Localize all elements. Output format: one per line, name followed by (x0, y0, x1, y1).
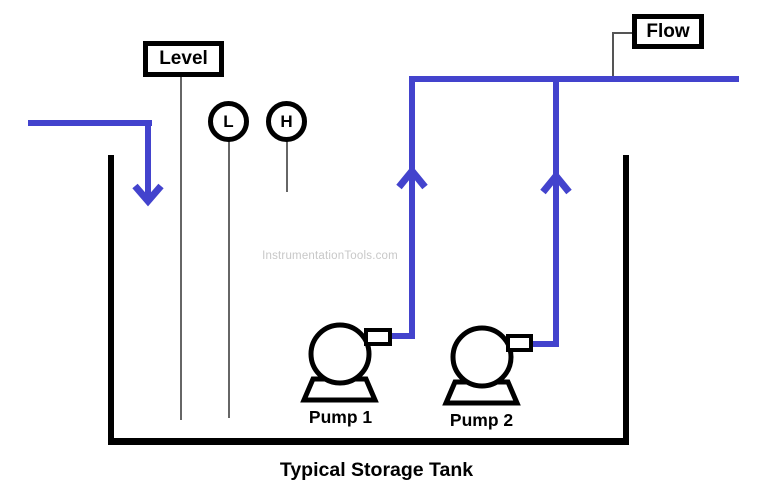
pump2-discharge-pipe-horizontal (526, 341, 559, 347)
watermark-text: InstrumentationTools.com (262, 250, 398, 262)
level-label-box: Level (143, 41, 224, 77)
inlet-arrow-down-icon (132, 183, 164, 207)
pump1-discharge-pipe-vertical (409, 76, 415, 339)
low-level-sensor-line (228, 141, 230, 418)
low-level-indicator: L (208, 101, 249, 142)
discharge-header-pipe (409, 76, 739, 82)
inlet-pipe-vertical (145, 120, 151, 196)
pump1-label: Pump 1 (308, 407, 373, 427)
level-sensor-line (180, 77, 182, 420)
pump2-label: Pump 2 (449, 410, 514, 430)
diagram-caption: Typical Storage Tank (279, 459, 474, 481)
pump2-flow-arrow-up-icon (540, 170, 572, 195)
pump2-discharge-pipe-vertical (553, 76, 559, 347)
flow-tag-connector-horizontal (612, 32, 633, 34)
pump1-outlet-nozzle (364, 328, 392, 346)
tank-outline (108, 155, 629, 445)
high-level-sensor-line (286, 141, 288, 192)
pump1-symbol (300, 322, 392, 403)
low-level-letter: L (223, 111, 234, 131)
flow-label-box: Flow (632, 14, 704, 49)
pump2-symbol (442, 325, 533, 406)
pump2-casing (450, 325, 514, 389)
pump1-discharge-pipe-horizontal (388, 333, 415, 339)
high-level-letter: H (280, 111, 293, 131)
level-label: Level (159, 48, 208, 69)
flow-label: Flow (646, 20, 690, 42)
pump2-outlet-nozzle (506, 334, 533, 352)
pump1-casing (308, 322, 372, 386)
inlet-pipe-horizontal (28, 120, 152, 126)
flow-tag-connector-vertical (612, 32, 614, 78)
high-level-indicator: H (266, 101, 307, 142)
pump1-flow-arrow-up-icon (396, 165, 428, 190)
